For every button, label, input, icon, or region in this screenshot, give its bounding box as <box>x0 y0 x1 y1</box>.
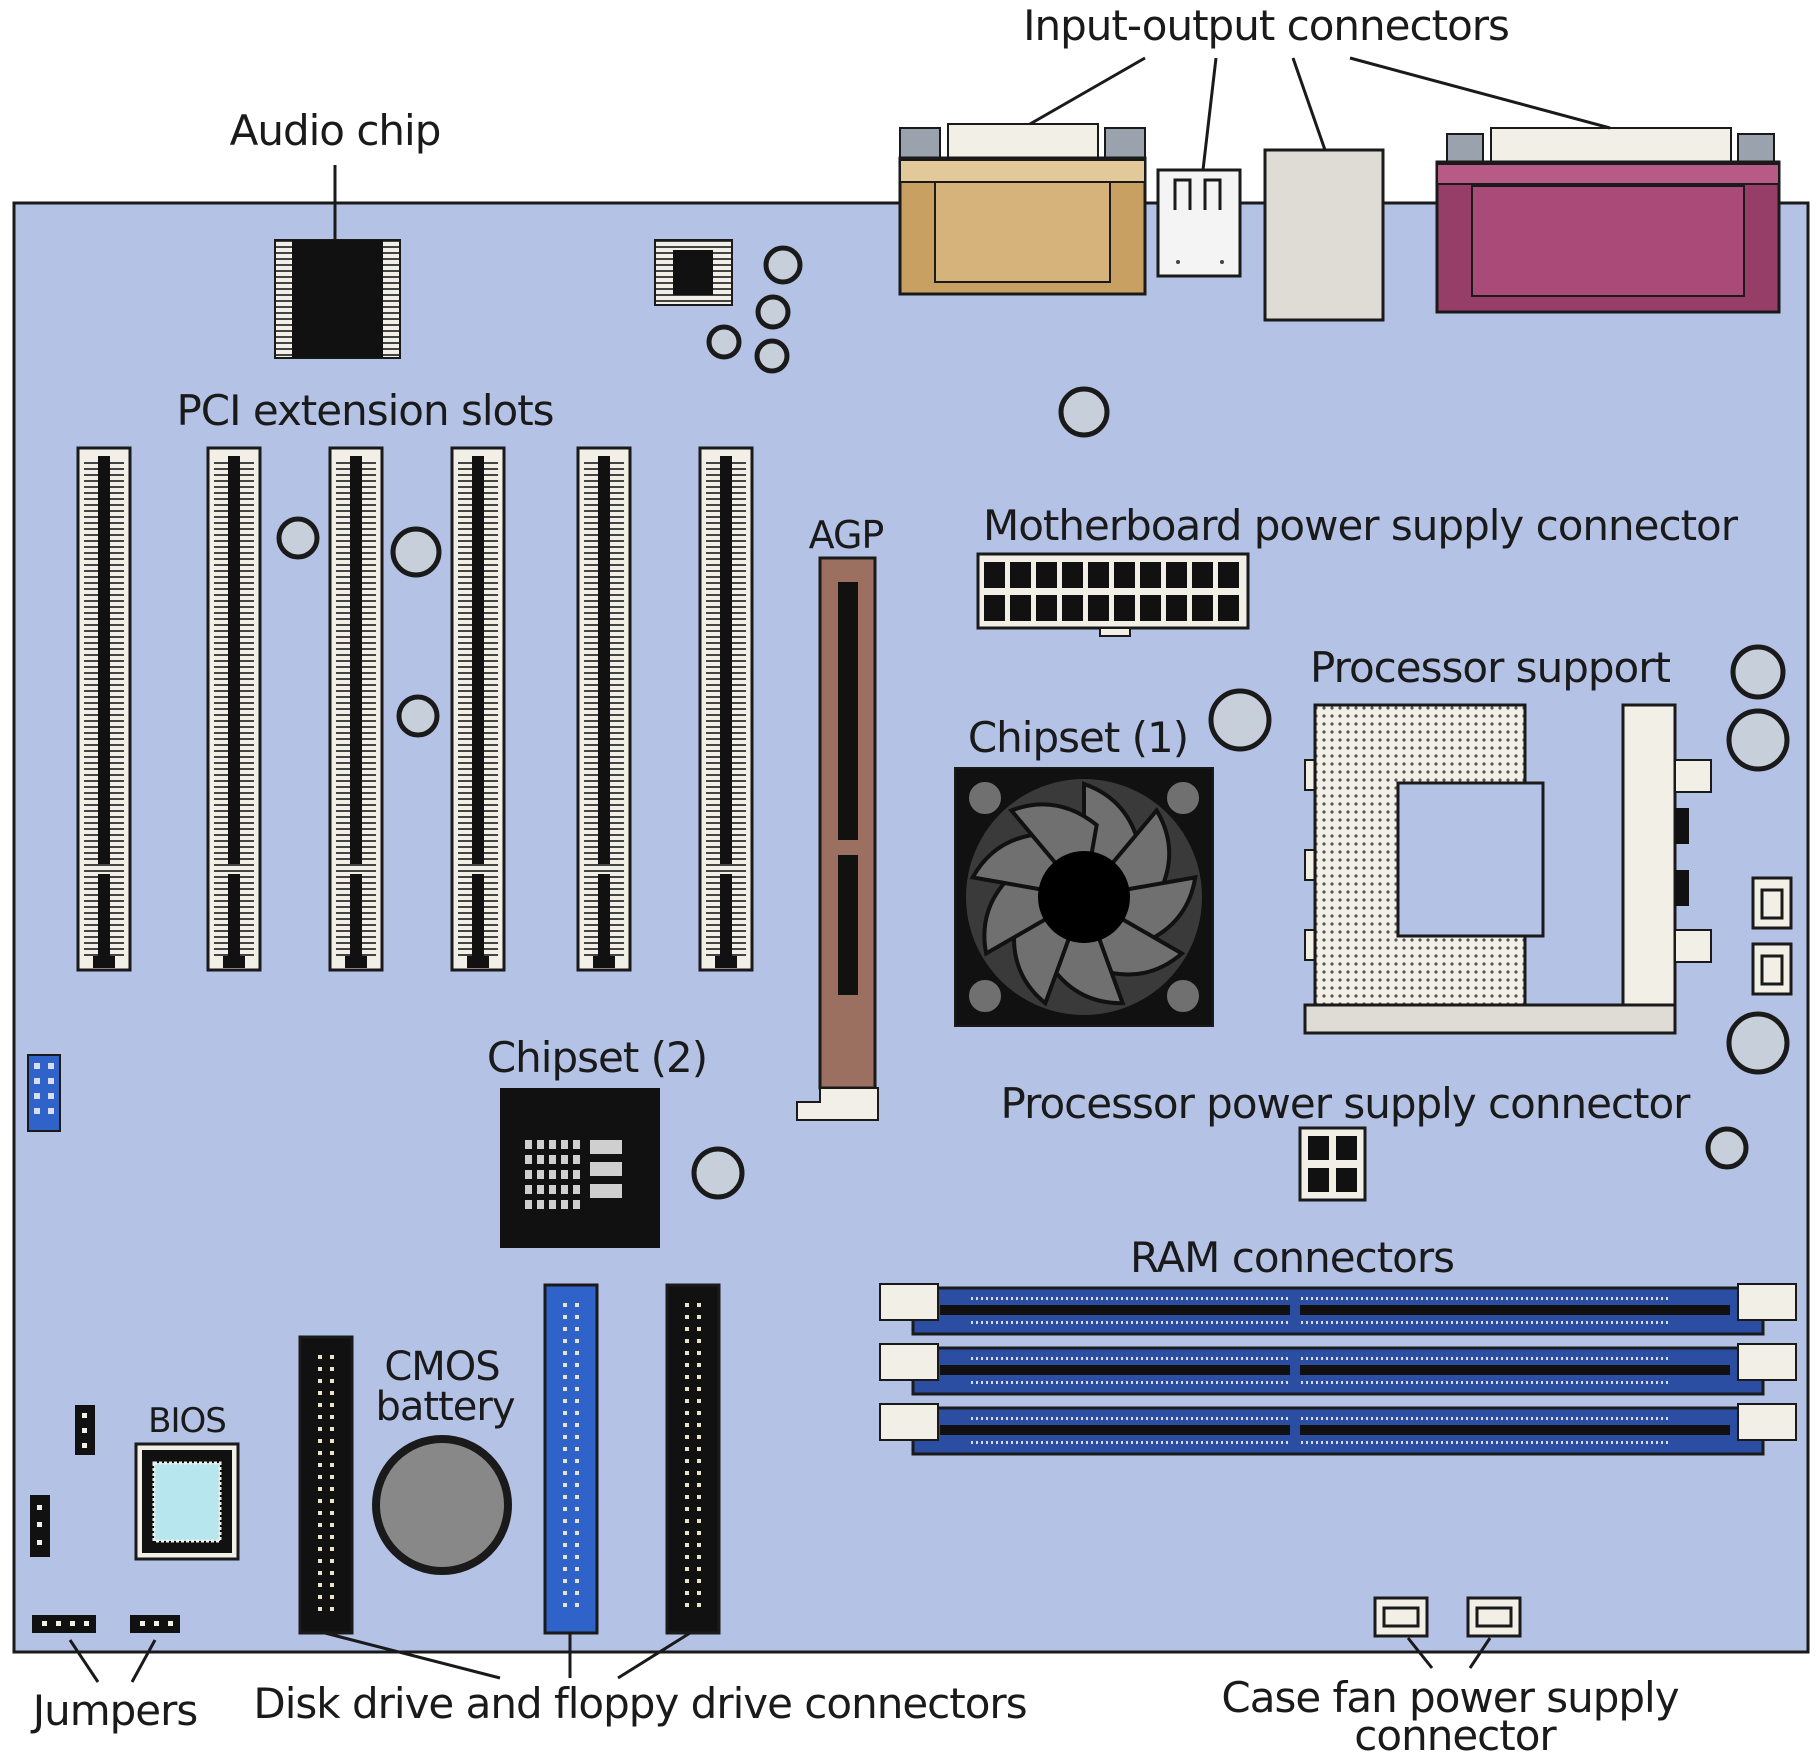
cmos-battery-label-2: battery <box>376 1384 515 1430</box>
ram-connectors <box>879 1283 1797 1456</box>
agp-label: AGP <box>809 513 884 557</box>
fan-header-right <box>1751 876 1793 996</box>
chipset-1-fan <box>954 767 1214 1027</box>
small-chip <box>654 239 733 306</box>
chipset-2 <box>500 1088 660 1248</box>
mounting-hole <box>754 338 790 374</box>
jumpers-leader <box>68 1639 157 1683</box>
pci-slot <box>76 446 132 972</box>
case-fan-leader <box>1406 1637 1492 1669</box>
mounting-hole <box>691 1146 745 1200</box>
network-port-connector <box>1263 148 1385 322</box>
jumpers-label: Jumpers <box>30 1686 198 1735</box>
processor-power-label: Processor power supply connector <box>1001 1079 1692 1128</box>
motherboard-power-label: Motherboard power supply connector <box>983 501 1739 550</box>
drive-connectors-leader <box>324 1631 691 1680</box>
chipset-2-label: Chipset (2) <box>487 1033 707 1082</box>
motherboard-power-connector <box>976 552 1250 637</box>
mounting-hole <box>1730 644 1786 700</box>
usb-port-connector <box>1156 168 1242 278</box>
mounting-hole <box>755 294 791 330</box>
agp-slot <box>796 556 879 1121</box>
mounting-hole <box>1705 1126 1749 1170</box>
case-fan-label-2: connector <box>1354 1711 1557 1758</box>
pci-slots-label: PCI extension slots <box>176 386 553 435</box>
mounting-hole <box>706 324 742 360</box>
pci-slot <box>450 446 506 972</box>
chipset-1-label: Chipset (1) <box>968 713 1188 762</box>
drive-connectors <box>298 1283 721 1635</box>
case-fan-label-1: Case fan power supply <box>1221 1673 1678 1722</box>
io-leader-lines <box>1029 56 1611 171</box>
mounting-hole <box>276 516 320 560</box>
pci-slot <box>576 446 632 972</box>
pci-slot <box>328 446 384 972</box>
processor-support-label: Processor support <box>1310 643 1670 692</box>
io-connectors-label: Input-output connectors <box>1023 1 1509 50</box>
pci-slot <box>206 446 262 972</box>
drive-connector <box>298 1335 354 1635</box>
serial-port-connector <box>898 123 1147 296</box>
ram-slot <box>879 1343 1797 1396</box>
mounting-hole <box>1058 386 1110 438</box>
pci-slots <box>76 446 754 972</box>
parallel-port-connector <box>1435 127 1781 314</box>
drive-connectors-label: Disk drive and floppy drive connectors <box>253 1679 1026 1728</box>
audio-chip <box>274 165 401 359</box>
ram-slot <box>879 1403 1797 1456</box>
mounting-hole <box>396 694 440 738</box>
cmos-battery <box>372 1435 512 1575</box>
bios-chip <box>134 1442 240 1561</box>
front-panel-header <box>27 1054 61 1132</box>
processor-power-connector <box>1298 1126 1367 1202</box>
mounting-hole <box>1726 1011 1790 1075</box>
case-fan-headers <box>1373 1596 1522 1638</box>
jumpers <box>30 1405 180 1633</box>
ram-connectors-label: RAM connectors <box>1130 1233 1454 1282</box>
drive-connector <box>543 1283 599 1635</box>
mounting-hole <box>763 245 803 285</box>
bios-label: BIOS <box>148 1401 226 1441</box>
cmos-battery-label-1: CMOS <box>384 1344 499 1390</box>
mounting-hole <box>390 526 442 578</box>
audio-chip-label: Audio chip <box>230 106 441 155</box>
mounting-hole <box>1726 708 1790 772</box>
mounting-holes <box>276 245 1790 1200</box>
ram-slot <box>879 1283 1797 1336</box>
drive-connector <box>665 1283 721 1635</box>
processor-socket <box>1303 703 1712 1035</box>
mounting-hole <box>1208 688 1272 752</box>
pci-slot <box>698 446 754 972</box>
